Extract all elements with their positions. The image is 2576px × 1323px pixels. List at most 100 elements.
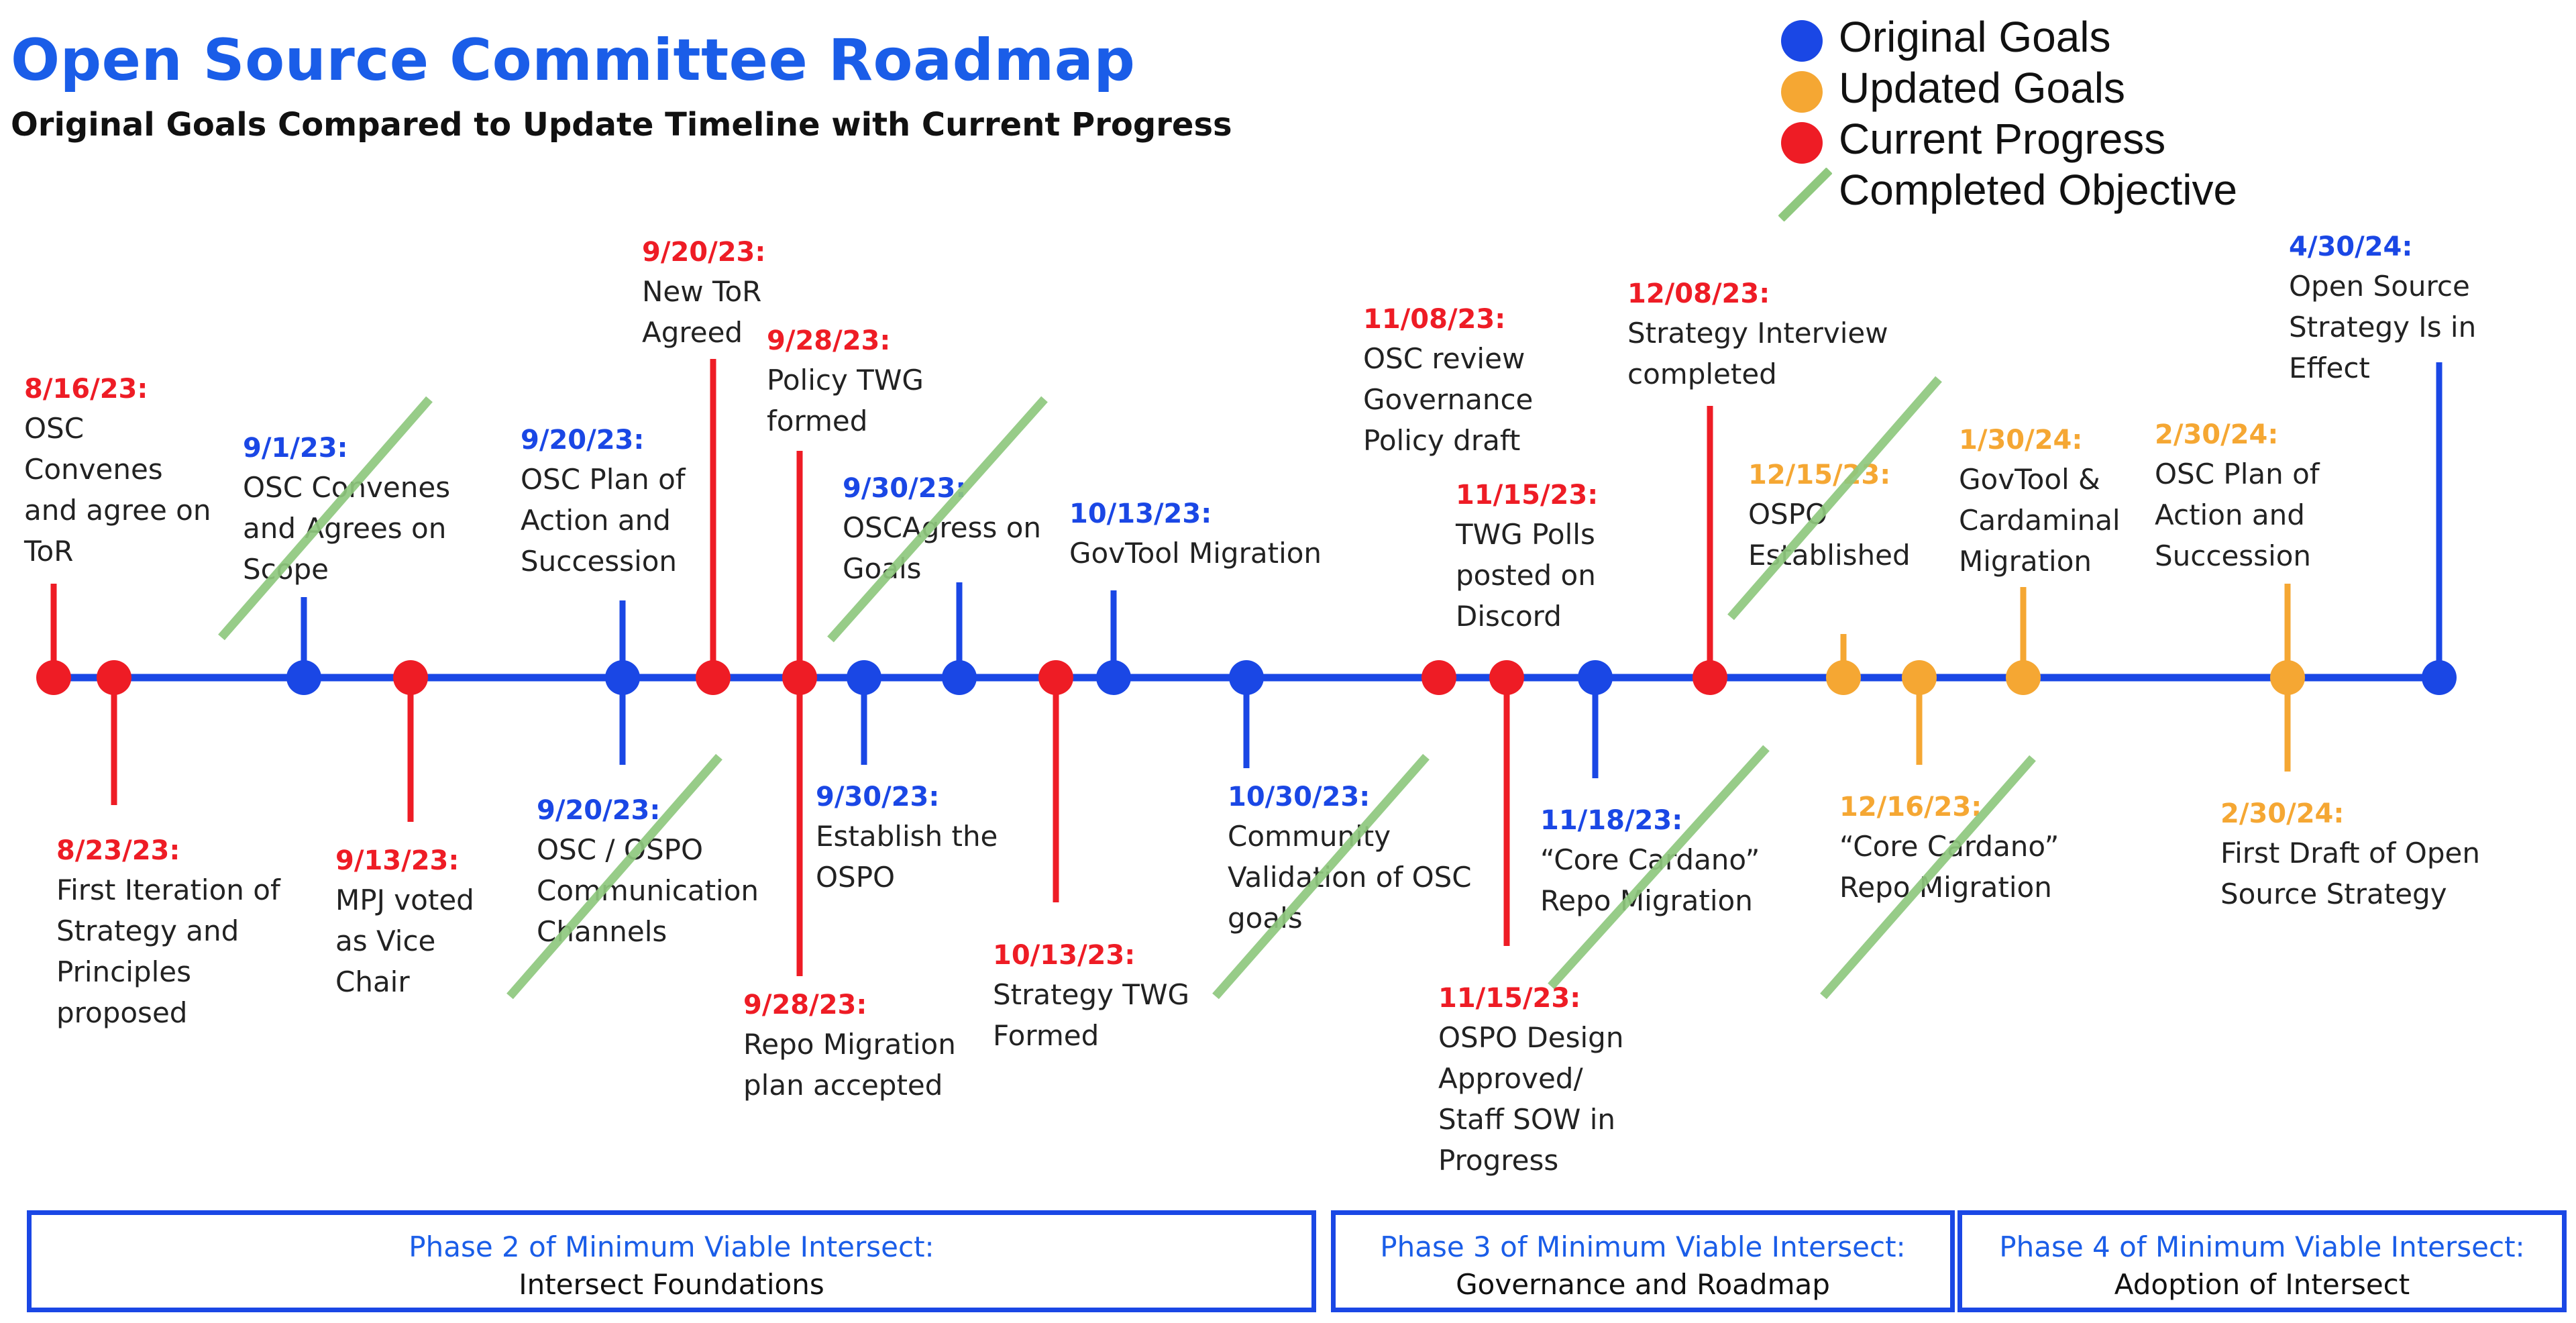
milestone-text-line: Open Source xyxy=(2289,270,2470,303)
milestone-marker xyxy=(1489,660,1524,695)
milestone-text-line: OSPO Design xyxy=(1438,1021,1624,1054)
milestone-marker xyxy=(1578,660,1613,695)
milestone-text-line: OSC Plan of xyxy=(2155,458,2320,490)
completed-strike xyxy=(1548,745,1770,990)
milestone-marker xyxy=(847,660,881,695)
milestone-date: 12/08/23: xyxy=(1627,278,1770,309)
milestone-text-line: TWG Polls xyxy=(1456,518,1595,551)
phase-subtitle: Governance and Roadmap xyxy=(1456,1268,1830,1301)
milestone-text-line: OSC review xyxy=(1363,342,1525,375)
milestone-text-line: Agreed xyxy=(642,316,743,349)
milestone-text-line: Repo Migration xyxy=(743,1028,956,1061)
milestone-date: 11/08/23: xyxy=(1363,304,1506,335)
milestone-text-line: Policy TWG xyxy=(767,364,924,396)
milestone-text-line: Governance xyxy=(1363,383,1534,416)
milestone-marker xyxy=(36,660,71,695)
milestone-marker xyxy=(1902,660,1937,695)
blue-dot-icon xyxy=(1781,20,1823,62)
legend-label: Updated Goals xyxy=(1839,64,2125,112)
phase-title: Phase 2 of Minimum Viable Intersect: xyxy=(409,1230,934,1263)
milestone-text-line: Repo Migration xyxy=(1540,884,1753,917)
milestone-text-line: MPJ voted xyxy=(335,884,474,916)
milestone-text-line: Progress xyxy=(1438,1144,1559,1177)
milestone-text-line: Convenes xyxy=(24,453,163,486)
milestone-text-line: New ToR xyxy=(642,275,762,308)
milestone-text-line: Strategy Is in xyxy=(2289,311,2477,343)
milestone-marker xyxy=(696,660,731,695)
milestone-date: 4/30/24: xyxy=(2289,231,2413,262)
milestone-text-line: Succession xyxy=(2155,539,2312,572)
milestone-date: 9/30/23: xyxy=(816,782,940,812)
milestone-text-line: Migration xyxy=(1959,545,2092,578)
milestone-text-line: as Vice xyxy=(335,924,436,957)
legend-label: Original Goals xyxy=(1839,13,2111,61)
milestone-date: 9/20/23: xyxy=(521,425,645,456)
milestone-date: 9/1/23: xyxy=(243,433,348,464)
milestone-date: 9/13/23: xyxy=(335,845,460,876)
milestone-text-line: proposed xyxy=(56,996,188,1029)
milestone-date: 12/16/23: xyxy=(1839,792,1982,823)
completed-strike xyxy=(218,396,433,641)
milestone-marker xyxy=(2422,660,2457,695)
milestone-text-line: and Agrees on xyxy=(243,512,447,545)
milestone-text-line: and agree on xyxy=(24,494,211,527)
milestone-text-line: Strategy Interview xyxy=(1627,317,1888,350)
milestone-text-line: Strategy TWG xyxy=(993,978,1190,1011)
milestone-text-line: Action and xyxy=(521,504,671,537)
milestone-13: 10/13/23:GovTool Migration xyxy=(1069,495,1322,574)
milestone-date: 2/30/24: xyxy=(2155,419,2279,450)
milestone-text-line: formed xyxy=(767,405,868,437)
page-title: Open Source Committee Roadmap xyxy=(11,27,1136,94)
milestone-date: 9/28/23: xyxy=(743,990,867,1020)
milestone-9: 9/28/23: Repo Migration plan accepted xyxy=(743,986,956,1106)
milestone-text-line: Formed xyxy=(993,1019,1099,1052)
milestone-date: 1/30/24: xyxy=(1959,425,2083,456)
milestone-text-line: OSC Plan of xyxy=(521,463,686,496)
milestone-text-line: plan accepted xyxy=(743,1069,943,1102)
phase-box-4: Phase 4 of Minimum Viable Intersect: Ado… xyxy=(1957,1210,2567,1312)
milestone-text-line: Staff SOW in xyxy=(1438,1103,1616,1136)
milestone-text-line: Action and xyxy=(2155,498,2305,531)
milestone-18: 11/18/23:“Core Cardano”Repo Migration xyxy=(1540,802,1760,921)
milestone-text-line: OSC / OSPO xyxy=(537,833,704,866)
milestone-8: 9/28/23: Policy TWG formed xyxy=(767,322,924,441)
milestone-text-line: Cardaminal xyxy=(1959,504,2121,537)
milestone-text-line: OSPO xyxy=(816,861,896,894)
milestone-marker xyxy=(2006,660,2041,695)
phase-subtitle: Adoption of Intersect xyxy=(2114,1268,2410,1301)
milestone-text-line: Source Strategy xyxy=(2220,878,2447,910)
completed-strike xyxy=(827,396,1048,643)
milestone-text-line: Communication xyxy=(537,874,759,907)
milestone-marker xyxy=(1229,660,1264,695)
milestone-text-line: Effect xyxy=(2289,352,2370,384)
milestone-marker xyxy=(942,660,977,695)
milestone-text-line: Succession xyxy=(521,545,678,578)
milestone-text-line: Principles xyxy=(56,955,191,988)
green-slash-icon xyxy=(1778,168,1832,221)
phase-box-2: Phase 2 of Minimum Viable Intersect: Int… xyxy=(27,1210,1316,1312)
milestone-marker xyxy=(605,660,640,695)
completed-strike xyxy=(1820,755,2036,1000)
legend-label: Current Progress xyxy=(1839,115,2166,163)
milestone-text-line: OSC xyxy=(24,412,85,445)
milestone-text-line: Discord xyxy=(1456,600,1562,633)
milestone-text-line: Chair xyxy=(335,965,410,998)
milestone-text-line: ToR xyxy=(24,535,74,568)
milestone-text-line: Strategy and xyxy=(56,914,239,947)
milestone-text-line: posted on xyxy=(1456,559,1596,592)
milestone-text-line: First Draft of Open xyxy=(2220,837,2480,869)
milestone-text-line: GovTool & xyxy=(1959,463,2100,496)
milestone-date: 9/28/23: xyxy=(767,325,891,356)
milestone-21: 12/16/23:“Core Cardano”Repo Migration xyxy=(1839,788,2059,908)
